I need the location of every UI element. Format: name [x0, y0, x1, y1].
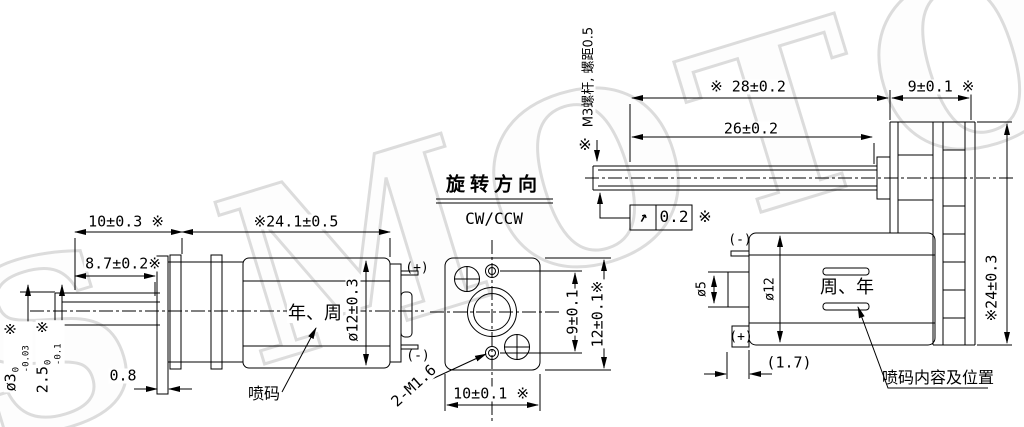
dim-flange-height-label: 12±0.1※: [588, 279, 607, 349]
shaft-flat-tol-upper: 0: [43, 359, 54, 366]
runout-ref-mark: ※: [698, 207, 712, 226]
terminal-positive-label-right: (+): [729, 329, 753, 345]
front-view-dimension-lines: [431, 257, 611, 411]
marking-text-left: 年、周: [287, 303, 343, 324]
front-view-geometry: [430, 198, 560, 424]
shaft-flat-tol-lower: -0.1: [54, 343, 64, 366]
dim-shaft-step-label: 8.7±0.2※: [84, 254, 162, 273]
terminal-negative-label-right: (-): [728, 232, 752, 248]
lead-screw-ref-mark: ※: [578, 135, 592, 154]
shaft-dia-tolerance: 0-0.03: [12, 345, 33, 372]
shaft-dia-tol-lower: -0.03: [22, 345, 32, 373]
dim-flange-width-label: 10±0.1 ※: [452, 384, 530, 403]
lead-screw-label: M3螺杆, 螺距0.5: [581, 25, 597, 129]
dim-gearbox-length-label: 9±0.1 ※: [906, 77, 976, 96]
right-view-dimension-lines: [594, 90, 1012, 389]
dim-screw-total-label: ※ 28±0.2: [709, 77, 787, 96]
dim-body-length-label: ※24.1±0.5: [252, 212, 340, 231]
dim-shaft-length-label: 10±0.3 ※: [87, 212, 165, 231]
shaft-dia-tol-upper: 0: [11, 366, 22, 373]
terminal-positive-label-left: (+): [405, 260, 429, 276]
rotation-direction-value: CW/CCW: [465, 209, 523, 228]
dim-flange-thickness-label: 0.8: [108, 366, 138, 385]
dim-screw-length-label: 26±0.2: [722, 119, 780, 138]
right-view-geometry: [585, 121, 1015, 348]
marking-position-callout: 喷码内容及位置: [881, 368, 995, 387]
shaft-flat-ref-mark: ※: [33, 320, 52, 334]
dim-assembly-height-label: ※24±0.3: [982, 253, 1001, 323]
shaft-dia-base: ø3: [1, 373, 20, 392]
marking-callout-left: 喷码: [246, 384, 282, 403]
dim-hole-span-label: 9±0.1: [563, 288, 582, 336]
shaft-flat-base: 2.5: [33, 366, 52, 394]
marking-text-right: 周、年: [820, 277, 874, 298]
runout-value-label: 0.2: [659, 207, 689, 226]
terminal-negative-label-left: (-): [406, 348, 430, 364]
dim-motor-diameter-label: ø12: [762, 276, 778, 302]
rotation-direction-title: 旋转方向: [445, 173, 543, 196]
shaft-flat-tolerance: 0-0.1: [44, 343, 65, 365]
dim-body-diameter-label: ø12±0.3: [343, 277, 362, 343]
dim-terminal-offset-label: (1.7): [765, 353, 813, 372]
shaft-dia-ref-mark: ※: [1, 322, 20, 336]
dim-boss-diameter-label: ø5: [694, 280, 710, 298]
